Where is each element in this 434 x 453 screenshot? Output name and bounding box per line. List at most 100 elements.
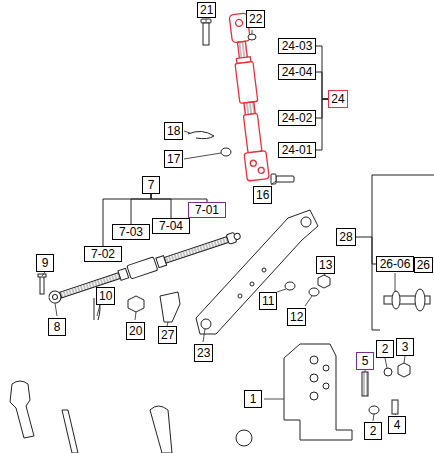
washer: [369, 406, 379, 414]
callout-box: 13: [316, 256, 335, 274]
check-chain: [47, 229, 242, 306]
knob: [236, 430, 252, 446]
callout-number: 8: [54, 321, 61, 334]
callout-box: 24-04: [278, 64, 316, 80]
callout-number: 24-02: [282, 112, 313, 125]
callout-number: 7: [148, 179, 155, 192]
washer: [309, 288, 319, 296]
callout-number: 1: [250, 393, 257, 406]
callout-number: 27: [161, 329, 174, 342]
pin: [38, 274, 46, 294]
callout-box: 10: [96, 287, 115, 305]
callout-number: 13: [319, 259, 332, 272]
callout-number: 10: [99, 290, 112, 303]
callout-number: 17: [167, 153, 180, 166]
bracket-line: [151, 194, 207, 202]
callout-number: 5: [362, 355, 369, 368]
callout-box: 7-04: [152, 218, 190, 234]
callout-box: 17: [164, 150, 183, 168]
callout-box: 24-02: [278, 110, 316, 126]
lift-rod: [227, 13, 269, 181]
nut: [398, 363, 410, 377]
callout-box: 4: [388, 416, 406, 434]
lever-rod: [62, 410, 78, 453]
bracket-line: [151, 194, 171, 218]
bracket-line: [356, 237, 376, 264]
callout-box: 28: [336, 228, 356, 246]
callout-number: 9: [42, 257, 49, 270]
callout-number: 18: [167, 125, 180, 138]
callout-box: 16: [253, 186, 272, 204]
callout-box: 11: [259, 292, 277, 310]
bracket-line: [131, 194, 151, 224]
callout-number: 16: [256, 189, 269, 202]
callout-number: 26-06: [380, 258, 411, 271]
callout-number: 21: [200, 4, 213, 17]
washer: [221, 148, 231, 156]
callout-number: 24-01: [282, 144, 313, 157]
callout-number: 23: [197, 347, 210, 360]
bracket-line: [103, 194, 151, 246]
lever-knob: [10, 381, 34, 438]
callout-box: 21: [197, 2, 216, 18]
callout-box: 7-02: [84, 246, 122, 262]
callout-box: 7-03: [112, 224, 150, 240]
washer: [384, 368, 392, 376]
link-arm: [150, 406, 172, 453]
callout-box: 24-03: [278, 38, 316, 54]
callout-box: 3: [396, 338, 414, 356]
nut: [318, 275, 330, 288]
callout-number: 7-04: [159, 220, 183, 233]
callout-box: 26-06: [376, 256, 414, 272]
callout-box: 22: [246, 10, 265, 28]
callout-box: 18: [164, 122, 183, 140]
bolt: [362, 372, 368, 396]
callout-box: 1: [244, 390, 262, 408]
callout-number: 22: [249, 13, 262, 26]
callout-box: 8: [48, 318, 66, 336]
callout-box: 7: [142, 176, 160, 194]
lower-link: [196, 210, 318, 334]
leader-lines: [42, 19, 434, 421]
callout-box: 5: [356, 352, 374, 370]
callout-box: 20: [126, 322, 145, 340]
r-clip: [188, 131, 214, 138]
bracket-line: [316, 46, 328, 99]
callout-number: 2: [382, 343, 389, 356]
callout-number: 11: [262, 295, 274, 308]
callout-number: 4: [394, 419, 401, 432]
pin-assembly: [384, 289, 430, 311]
callout-number: 2: [370, 425, 377, 438]
callout-box: 2: [376, 340, 394, 358]
pin: [201, 19, 211, 45]
callout-number: 7-03: [119, 226, 143, 239]
callout-box: 23: [194, 344, 213, 362]
pin: [271, 174, 294, 184]
callout-number: 24-03: [282, 40, 313, 53]
callout-box: 9: [36, 254, 54, 272]
bracket-plate: [160, 292, 180, 322]
callout-number: 20: [129, 325, 142, 338]
ring: [248, 34, 256, 40]
mounting-bracket: [284, 344, 352, 440]
callout-box: 26: [414, 257, 433, 273]
callout-box: 27: [158, 326, 177, 344]
bracket-line: [316, 72, 328, 99]
callout-box: 2: [364, 422, 382, 440]
callout-number: 7-02: [91, 248, 115, 261]
callout-number: 26: [417, 259, 430, 272]
callout-number: 7-01: [195, 204, 219, 217]
nut: [128, 296, 144, 312]
callout-number: 24-04: [282, 66, 313, 79]
callout-number: 24: [331, 93, 344, 106]
callout-box: 12: [287, 308, 306, 326]
callout-number: 3: [402, 341, 409, 354]
callout-number: 28: [339, 231, 352, 244]
callout-box: 24: [328, 90, 348, 108]
washer: [285, 282, 295, 290]
callout-number: 12: [290, 311, 303, 324]
bolt: [392, 400, 398, 414]
bracket-line: [316, 99, 328, 150]
